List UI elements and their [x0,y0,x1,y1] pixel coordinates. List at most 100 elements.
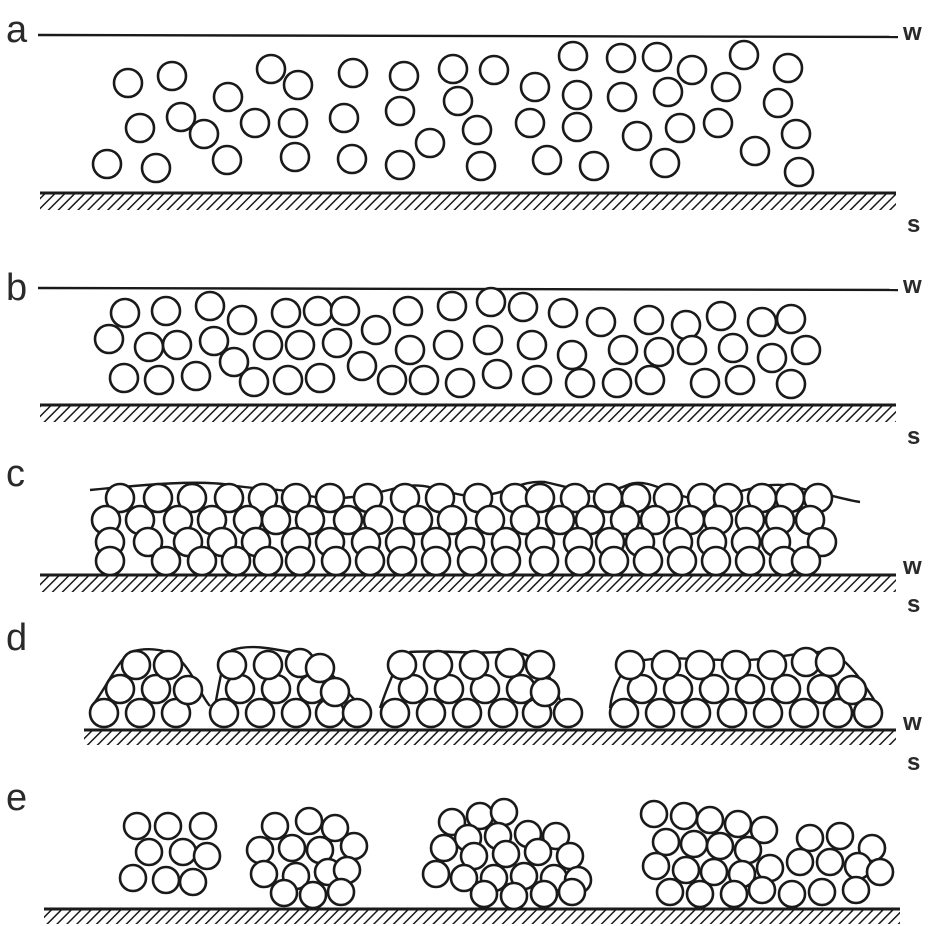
particle [306,364,334,392]
particle [681,831,707,857]
particle [496,649,524,677]
particle [196,292,224,320]
panel-b-substrate-label: s [907,423,920,450]
panel-b-substrate [40,405,896,422]
particle [518,331,546,359]
particle [120,865,146,891]
panel-e-substrate [44,909,900,924]
particle [444,87,472,115]
particle [142,154,170,182]
particle [240,368,268,396]
panel-a-substrate-label: s [907,211,920,238]
particle [636,366,664,394]
particle [501,883,527,909]
particle [758,651,786,679]
particle [838,676,866,704]
particle [867,859,893,885]
particle [491,799,517,825]
particle [126,699,154,727]
particle [254,547,282,575]
particle [434,331,462,359]
particle [608,83,636,111]
particle [274,366,302,394]
particle [471,881,497,907]
particle [616,651,644,679]
particle [808,675,836,703]
panel-a-water-surface [38,35,898,37]
particle [531,881,557,907]
particle [702,547,730,575]
particle [388,651,416,679]
particle [678,336,706,364]
particle [222,547,250,575]
particle [90,699,118,727]
particle [170,839,196,865]
particle [682,699,710,727]
particle [474,326,502,354]
panel-c-substrate [40,575,896,592]
particle [122,651,150,679]
particle [654,78,682,106]
particle [827,823,853,849]
particle [262,813,288,839]
particle [653,829,679,855]
particle [719,334,747,362]
particle [154,651,182,679]
particle [390,62,418,90]
particle [93,150,121,178]
particle [388,547,416,575]
particle [254,651,282,679]
particle [110,364,138,392]
particle [124,813,150,839]
particle [341,833,367,859]
panel-a-substrate [40,193,896,210]
particle [286,547,314,575]
particle [153,867,179,893]
particle [362,316,390,344]
particle [718,699,746,727]
particle [241,109,269,137]
panel-d-water-label: w [902,709,922,736]
particle [726,366,754,394]
particle [190,120,218,148]
particle [489,699,517,727]
particle [339,59,367,87]
panel-e-label: e [6,777,27,819]
particle [213,146,241,174]
particle [641,801,667,827]
particle [453,699,481,727]
particle [423,861,449,887]
particle [458,547,486,575]
particle [563,113,591,141]
particle [521,73,549,101]
particle [493,841,519,867]
particle [271,880,297,906]
particle [704,109,732,137]
particle [651,149,679,177]
particle [678,56,706,84]
particle [328,879,354,905]
particle [634,547,662,575]
particle [381,699,409,727]
particle [666,114,694,142]
particle [190,813,216,839]
panel-b-water-surface [38,288,898,290]
particle [559,879,585,905]
particle [210,699,238,727]
particle [557,843,583,869]
particle [155,813,181,839]
particle [356,547,384,575]
particle [764,89,792,117]
particle [152,297,180,325]
particle [492,547,520,575]
particle [96,547,124,575]
particle [580,152,608,180]
particle [643,853,669,879]
particle [523,366,551,394]
panel-c-label: c [6,453,25,495]
particle [603,369,631,397]
particle [645,338,673,366]
particle [95,325,123,353]
particle [758,344,786,372]
particle [687,881,713,907]
